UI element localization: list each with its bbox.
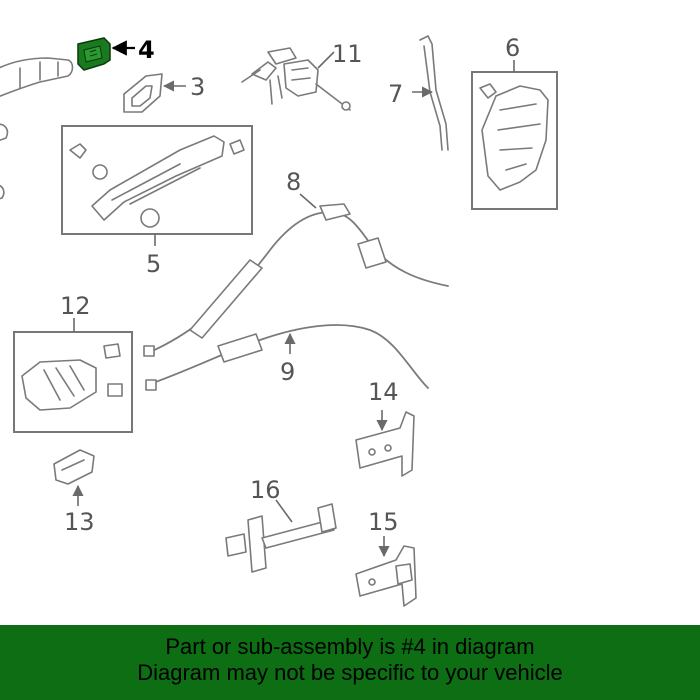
part-5-inner-handle xyxy=(69,135,245,228)
callout-6: 6 xyxy=(505,34,520,62)
part-12-inner-handle xyxy=(21,343,123,411)
callout-15: 15 xyxy=(368,508,399,536)
callout-5: 5 xyxy=(146,250,161,278)
callout-7: 7 xyxy=(388,80,403,108)
part-7-rod xyxy=(419,35,449,151)
part-8-cable xyxy=(143,203,449,357)
part-16-door-check xyxy=(225,503,337,573)
callout-13: 13 xyxy=(64,508,95,536)
part-11-actuator xyxy=(241,47,351,111)
part-5-box xyxy=(61,125,253,235)
part-4-highlighted xyxy=(77,37,111,71)
banner-line-1: Part or sub-assembly is #4 in diagram xyxy=(165,633,535,659)
part-6-latch xyxy=(479,83,549,191)
exploded-parts-diagram: 4 3 11 7 xyxy=(0,34,558,607)
callout-4: 4 xyxy=(138,36,155,64)
outer-handle-part xyxy=(0,57,74,200)
part-13-cover xyxy=(53,449,95,485)
callout-8: 8 xyxy=(286,168,301,196)
callout-11: 11 xyxy=(332,40,363,68)
part-12-box xyxy=(13,331,133,433)
callout-14: 14 xyxy=(368,378,399,406)
callout-16: 16 xyxy=(250,476,281,504)
banner-line-2: Diagram may not be specific to your vehi… xyxy=(137,659,563,685)
part-3-gasket xyxy=(123,73,163,113)
info-banner: Part or sub-assembly is #4 in diagram Di… xyxy=(0,625,700,700)
part-15-hinge xyxy=(355,545,417,607)
part-9-cable xyxy=(145,324,429,391)
callout-3: 3 xyxy=(190,73,205,101)
part-14-bracket xyxy=(355,411,415,477)
callout-12: 12 xyxy=(60,292,91,320)
callout-9: 9 xyxy=(280,358,295,386)
